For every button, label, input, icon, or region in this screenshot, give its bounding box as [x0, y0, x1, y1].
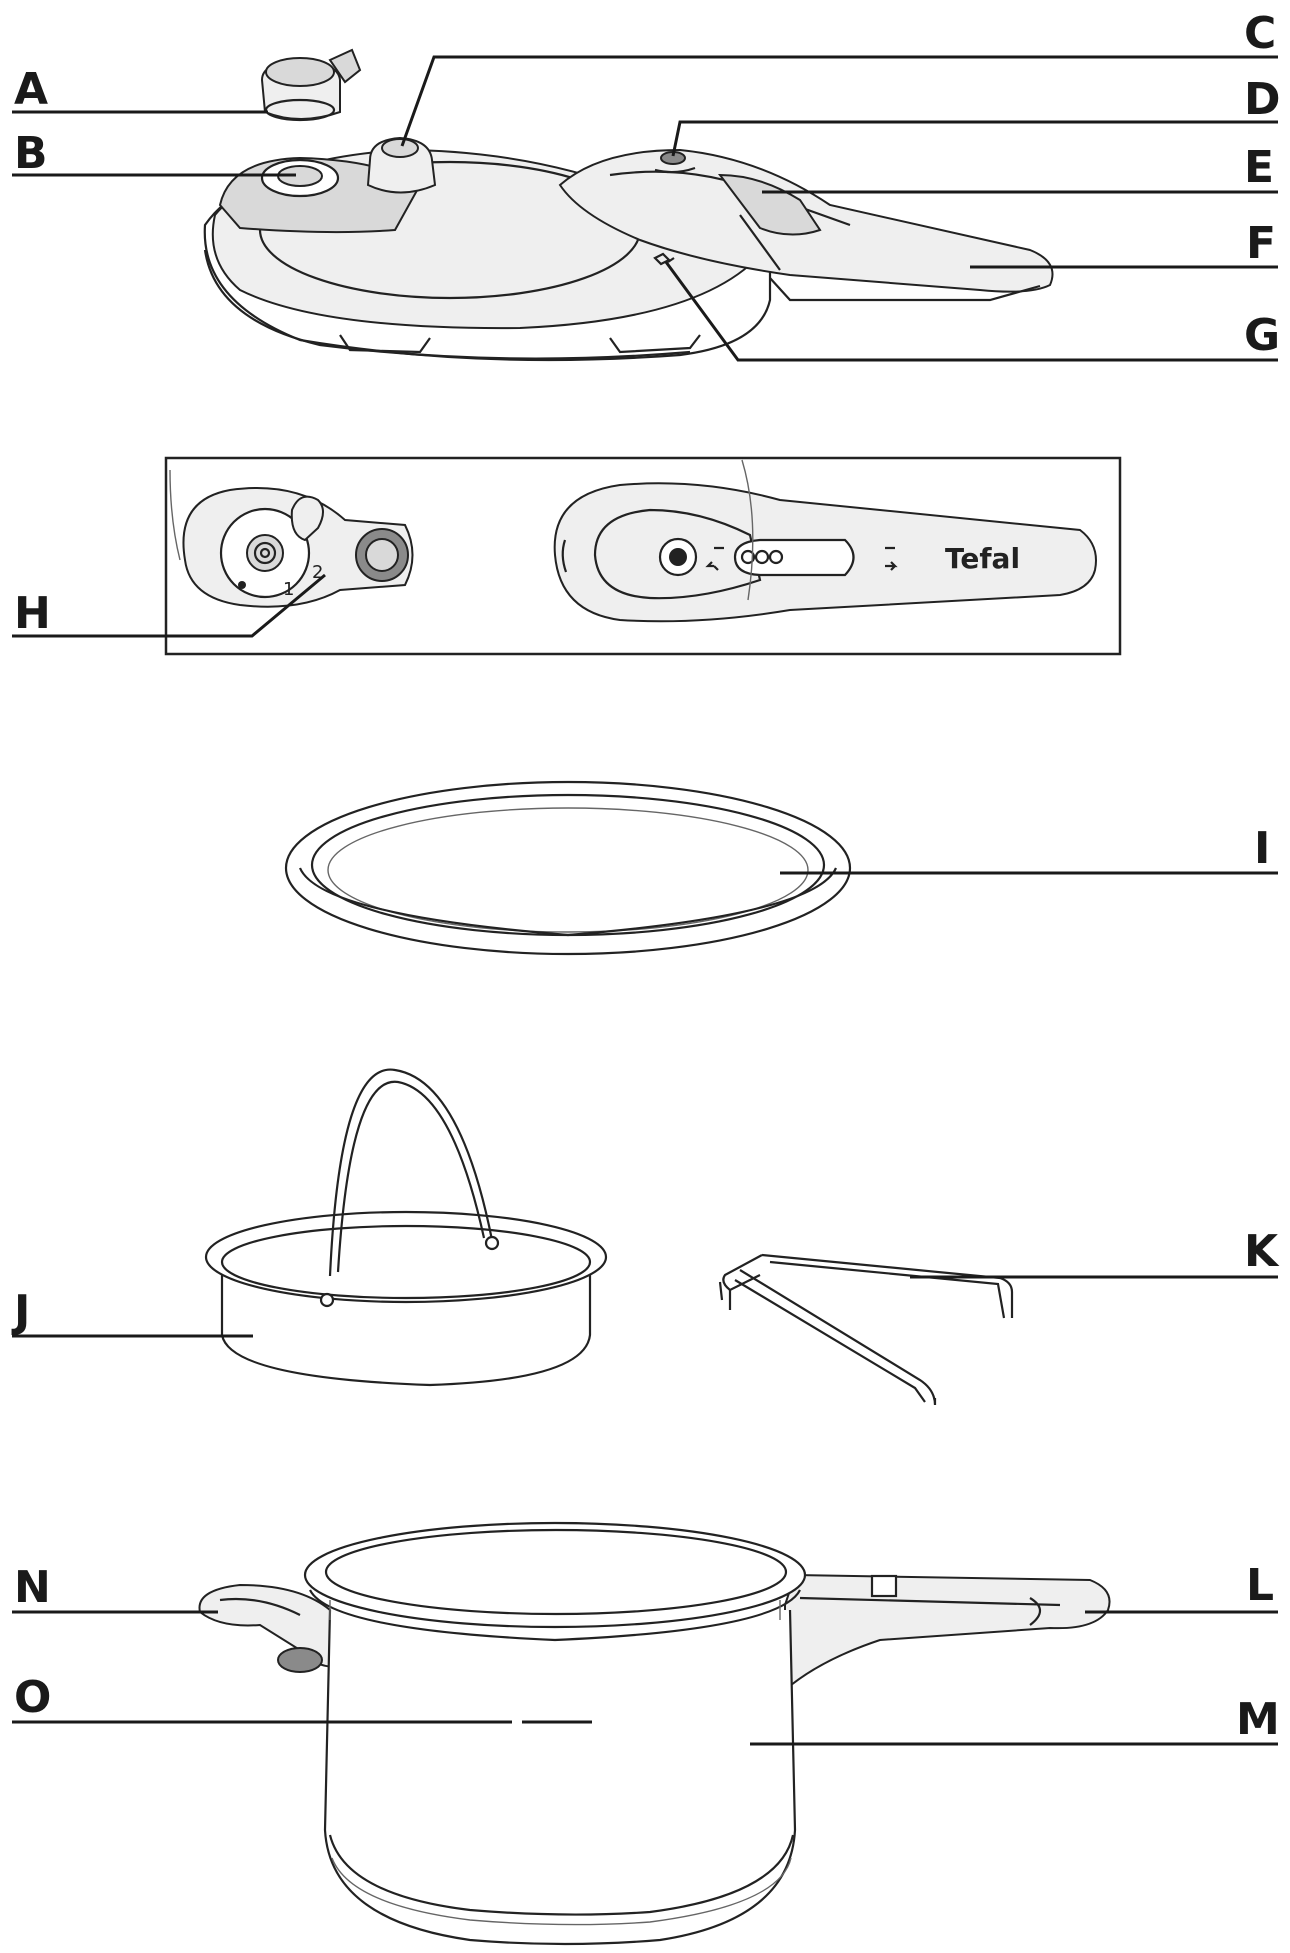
label-a: A: [14, 64, 48, 115]
label-e: E: [1244, 142, 1274, 193]
label-g: G: [1244, 310, 1280, 361]
dial-mark-2: 2: [312, 562, 323, 583]
label-h: H: [14, 588, 51, 639]
pot-body: [198, 1521, 1111, 1946]
label-b: B: [14, 128, 48, 179]
brand-logo-text: Tefal: [945, 542, 1020, 575]
dial-mark-1: 1: [283, 579, 294, 600]
lid-assembly: [203, 136, 1054, 362]
part-labels: A B C D E F G H I J K L M N O: [11, 8, 1281, 1745]
label-f: F: [1246, 218, 1276, 269]
label-k: K: [1244, 1226, 1280, 1277]
leader-lines: [12, 55, 1278, 1746]
label-n: N: [14, 1562, 51, 1613]
valve-cap-part: [260, 48, 362, 122]
label-o: O: [14, 1672, 51, 1723]
label-l: L: [1246, 1560, 1274, 1611]
detail-panel: 1 2 Tefal: [164, 456, 1122, 656]
label-m: M: [1236, 1694, 1280, 1745]
pressure-selector: 1 2: [182, 487, 414, 608]
gasket-ring: [284, 780, 852, 956]
label-c: C: [1244, 8, 1276, 59]
steamer-basket: [204, 1068, 608, 1387]
label-d: D: [1244, 74, 1281, 125]
label-i: I: [1254, 823, 1270, 874]
label-j: J: [11, 1286, 30, 1337]
handle-top-view: Tefal: [553, 482, 1097, 623]
